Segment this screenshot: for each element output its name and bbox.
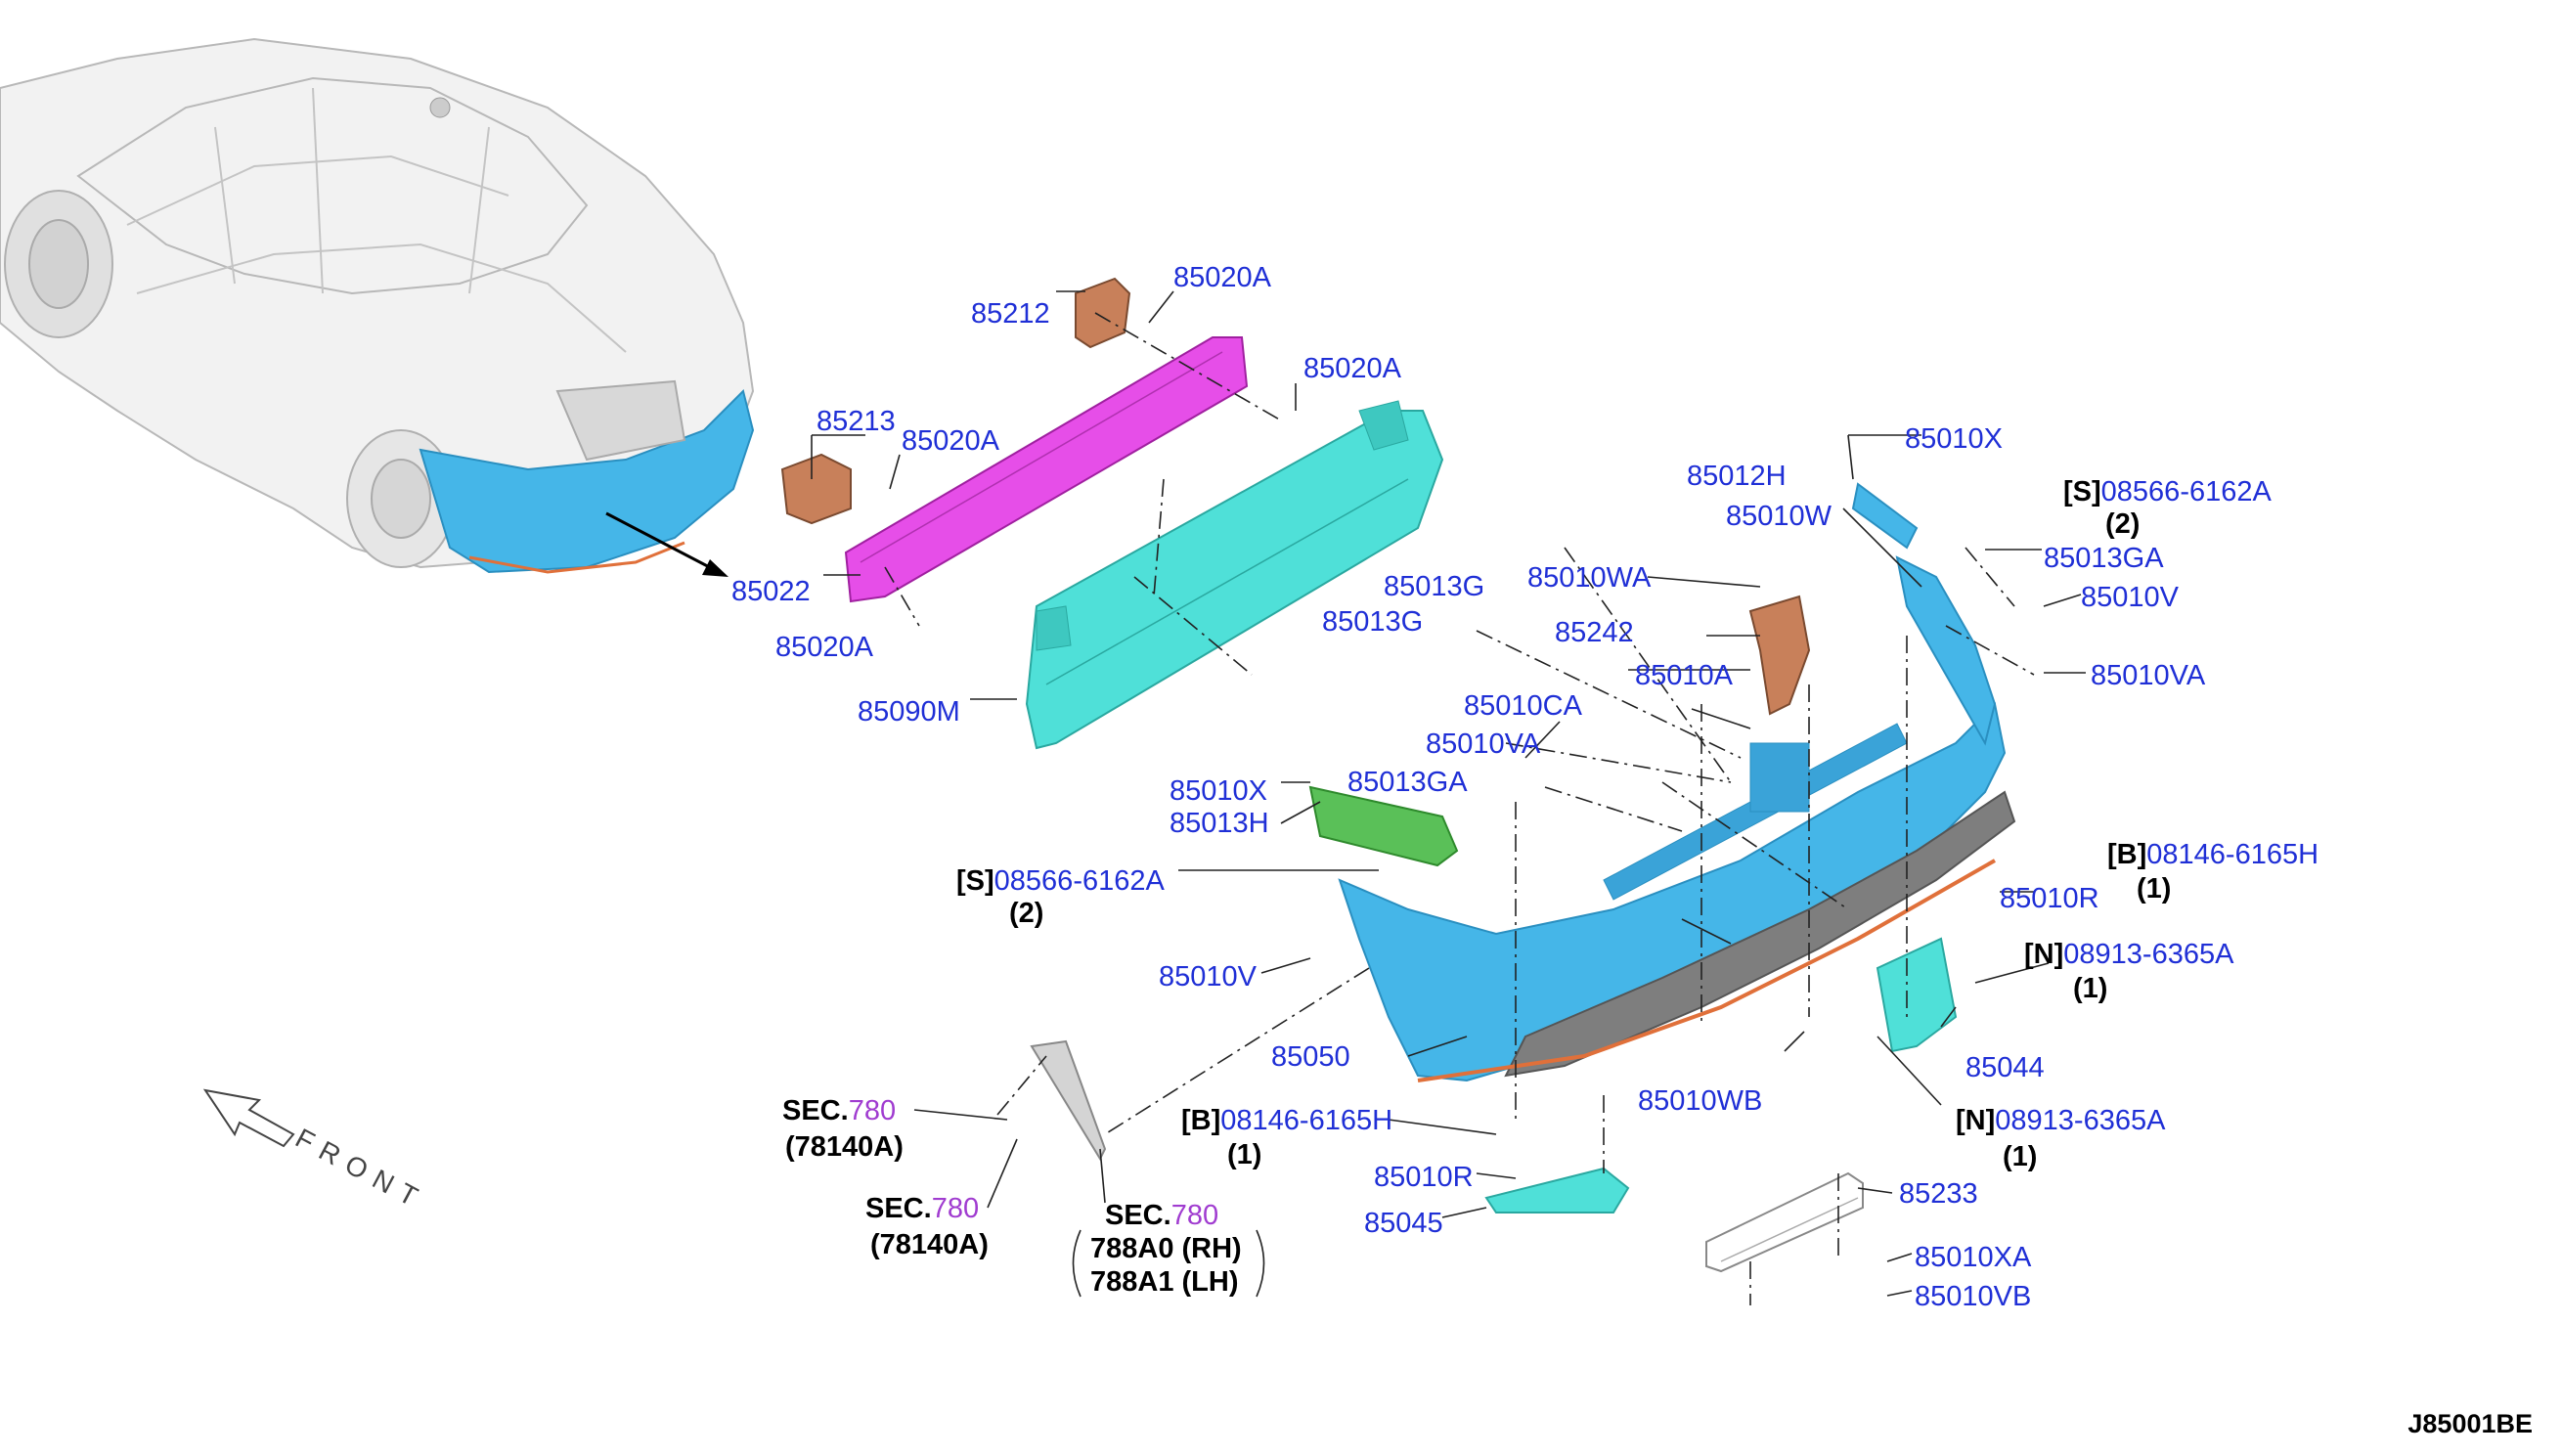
label-85090M[interactable]: 85090M <box>858 696 960 728</box>
label-85242[interactable]: 85242 <box>1555 617 1634 648</box>
label-85013GA[interactable]: 85013GA <box>2044 543 2164 574</box>
label-85010W[interactable]: 85010W <box>1726 501 1832 532</box>
svg-text:SEC.780: SEC.780 <box>782 1095 896 1126</box>
fastener-prefix: [B] <box>2107 839 2146 870</box>
fastener-number: 08566-6162A <box>994 865 1166 897</box>
front-arrow-icon <box>202 1088 295 1148</box>
vehicle-rear-illustration <box>0 37 755 574</box>
label-85010A[interactable]: 85010A <box>1635 660 1734 691</box>
sec-ref-rh: 788A0 (RH) <box>1090 1233 1242 1264</box>
parts-brackets <box>780 277 1811 867</box>
fastener-s-left[interactable]: [S]08566-6162A (2) <box>956 865 1165 929</box>
label-85010VA[interactable]: 85010VA <box>2091 660 2206 691</box>
label-85013H[interactable]: 85013H <box>1170 808 1269 839</box>
label-85010WA[interactable]: 85010WA <box>1527 562 1652 594</box>
pointer-arrow <box>605 511 720 574</box>
label-85010WB[interactable]: 85010WB <box>1638 1085 1762 1117</box>
svg-text:[S]08566-6162A: [S]08566-6162A <box>2063 476 2272 507</box>
fastener-b-left[interactable]: [B]08146-6165H (1) <box>1181 1105 1392 1170</box>
label-85010VA[interactable]: 85010VA <box>1426 728 1541 760</box>
label-85010X[interactable]: 85010X <box>1905 423 2003 455</box>
label-85213[interactable]: 85213 <box>817 406 896 437</box>
label-85045[interactable]: 85045 <box>1364 1208 1443 1239</box>
svg-text:[B]08146-6165H: [B]08146-6165H <box>1181 1105 1392 1136</box>
label-85050[interactable]: 85050 <box>1271 1041 1350 1073</box>
label-85012H[interactable]: 85012H <box>1687 461 1787 492</box>
svg-text:[B]08146-6165H: [B]08146-6165H <box>2107 839 2318 870</box>
diagram-id: J85001BE <box>2407 1409 2533 1438</box>
fastener-qty: (2) <box>1009 898 1043 929</box>
fastener-prefix: [S] <box>956 865 994 897</box>
pointer-arrowhead <box>702 559 729 577</box>
fastener-number: 08146-6165H <box>1220 1105 1392 1136</box>
svg-text:SEC.780: SEC.780 <box>1105 1200 1218 1231</box>
dash-chain-lines <box>884 312 2035 1305</box>
fastener-prefix: [N] <box>2024 939 2063 970</box>
fastener-number: 08913-6365A <box>1995 1105 2166 1136</box>
fastener-s-right[interactable]: [S]08566-6162A (2) <box>2063 476 2272 540</box>
fastener-n-bot[interactable]: [N]08913-6365A (1) <box>1956 1105 2166 1172</box>
fastener-n-top[interactable]: [N]08913-6365A (1) <box>2024 939 2234 1004</box>
sec-ref: (78140A) <box>870 1229 989 1260</box>
label-85013GA[interactable]: 85013GA <box>1347 767 1468 798</box>
sec-ref: (78140A) <box>785 1131 904 1163</box>
parts-bumper-fascia-85050 <box>1338 482 2016 1213</box>
label-85010X[interactable]: 85010X <box>1170 775 1267 807</box>
label-85212[interactable]: 85212 <box>971 298 1050 330</box>
label-85010XA[interactable]: 85010XA <box>1915 1242 2032 1273</box>
label-85020A[interactable]: 85020A <box>775 632 874 663</box>
label-85233[interactable]: 85233 <box>1899 1178 1978 1210</box>
label-85010R[interactable]: 85010R <box>2000 883 2099 914</box>
svg-text:[S]08566-6162A: [S]08566-6162A <box>956 865 1165 897</box>
svg-text:SEC.780: SEC.780 <box>865 1193 979 1224</box>
label-85010CA[interactable]: 85010CA <box>1464 690 1583 722</box>
label-85013G[interactable]: 85013G <box>1384 571 1484 602</box>
svg-text:[N]08913-6365A: [N]08913-6365A <box>1956 1105 2166 1136</box>
fastener-callouts: [S]08566-6162A (2) [S]08566-6162A (2) [B… <box>956 476 2318 1172</box>
parts-bracket-85233 <box>1705 1171 1864 1273</box>
sec-callout-3[interactable]: SEC.780 788A0 (RH) 788A1 (LH) <box>1072 1200 1265 1298</box>
label-85010V[interactable]: 85010V <box>2081 582 2180 613</box>
fastener-qty: (1) <box>2073 973 2107 1004</box>
label-85044[interactable]: 85044 <box>1965 1052 2045 1083</box>
parts-bumper-reinforcement-85022 <box>844 336 1249 603</box>
fastener-number: 08913-6365A <box>2063 939 2234 970</box>
fastener-number: 08566-6162A <box>2101 476 2273 507</box>
svg-text:[N]08913-6365A: [N]08913-6365A <box>2024 939 2234 970</box>
part-labels: 85020A 85212 85020A 85213 85020A 85022 8… <box>731 262 2206 1312</box>
label-85022[interactable]: 85022 <box>731 576 811 607</box>
leader-lines <box>811 290 2086 1297</box>
front-direction-indicator: FRONT <box>202 1088 431 1216</box>
fastener-prefix: [N] <box>1956 1105 1995 1136</box>
sec-callout-1[interactable]: SEC.780 (78140A) <box>782 1095 904 1163</box>
fastener-qty: (2) <box>2105 508 2140 540</box>
fastener-qty: (1) <box>1227 1139 1261 1170</box>
fastener-prefix: [B] <box>1181 1105 1220 1136</box>
label-85020A[interactable]: 85020A <box>902 425 1000 457</box>
parts-energy-absorber-85090M <box>1025 400 1444 750</box>
label-85010V[interactable]: 85010V <box>1159 961 1258 993</box>
label-85020A[interactable]: 85020A <box>1303 353 1402 384</box>
label-85010VB[interactable]: 85010VB <box>1915 1281 2031 1312</box>
fastener-prefix: [S] <box>2063 476 2101 507</box>
label-85020A[interactable]: 85020A <box>1173 262 1272 293</box>
fastener-qty: (1) <box>2137 873 2171 904</box>
front-label: FRONT <box>290 1123 431 1216</box>
section-callouts: SEC.780 (78140A) SEC.780 (78140A) SEC.78… <box>782 1095 1265 1298</box>
fastener-number: 08146-6165H <box>2146 839 2318 870</box>
sec-ref-lh: 788A1 (LH) <box>1090 1266 1239 1298</box>
fastener-qty: (1) <box>2003 1141 2037 1172</box>
parts-sec780-molding <box>1030 1039 1107 1162</box>
label-85010R[interactable]: 85010R <box>1374 1162 1474 1193</box>
fastener-b-right[interactable]: [B]08146-6165H (1) <box>2107 839 2318 904</box>
label-85013G[interactable]: 85013G <box>1322 606 1423 638</box>
sec-callout-2[interactable]: SEC.780 (78140A) <box>865 1193 989 1260</box>
